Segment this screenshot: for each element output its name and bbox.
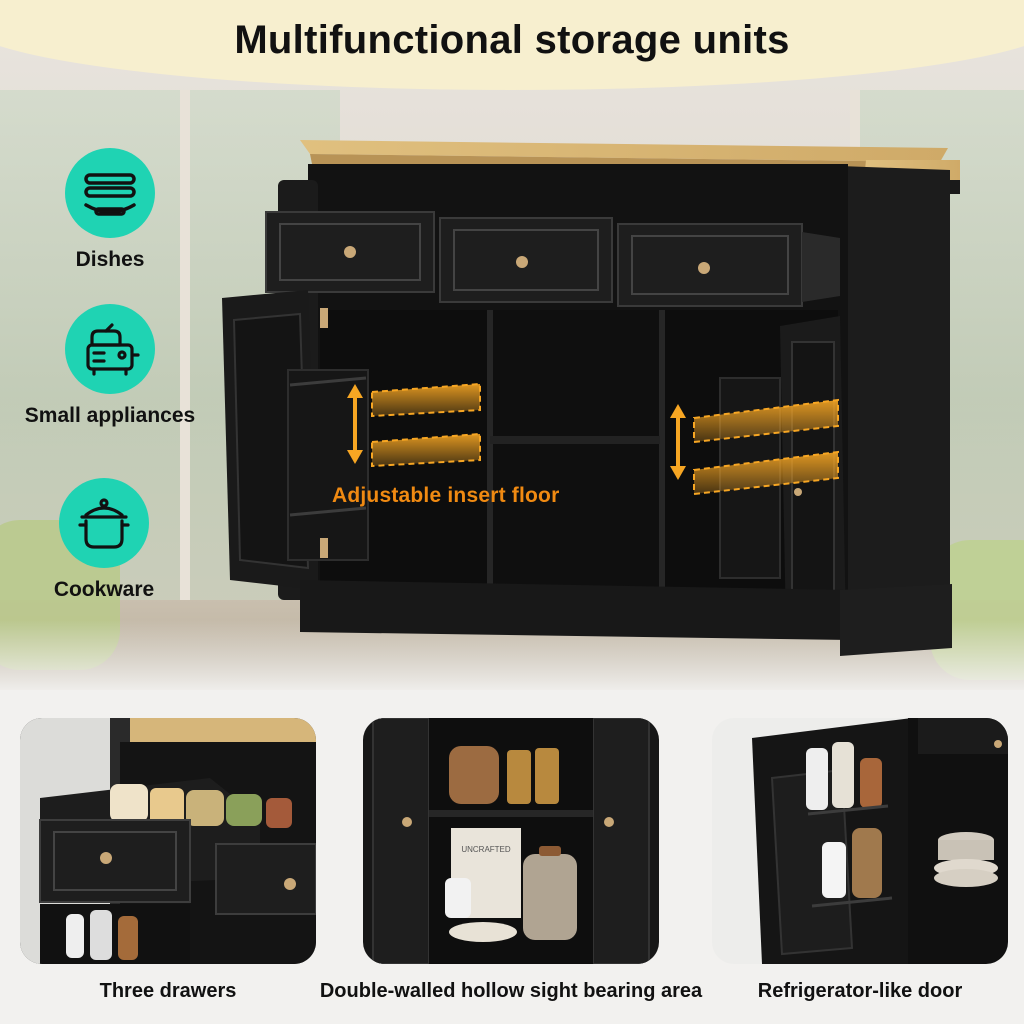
plates-icon	[65, 148, 155, 238]
cabinet-side	[840, 166, 950, 620]
countertop	[300, 140, 948, 162]
title-banner	[0, 0, 1024, 90]
page-title: Multifunctional storage units	[234, 18, 790, 62]
stacked-bowls	[934, 832, 998, 887]
category-small-appliances: Small appliances	[6, 304, 214, 428]
panel-caption: Three drawers	[99, 980, 237, 1002]
adjustable-shelves-right	[670, 398, 839, 496]
panel-three-drawers	[20, 718, 316, 964]
left-door-open	[222, 290, 369, 590]
drawer-middle	[439, 217, 613, 303]
toaster-icon	[65, 304, 155, 394]
panel-double-walled-area: UNCRAFTED	[363, 718, 659, 964]
adjustable-shelf-callout: Adjustable insert floor	[332, 484, 560, 507]
panel-caption: Double-walled hollow sight bearing area	[319, 980, 703, 1002]
book-cover-text: UNCRAFTED	[461, 845, 511, 854]
category-label: Cookware	[53, 578, 155, 601]
category-cookware: Cookware	[4, 478, 204, 602]
panel-caption: Refrigerator-like door	[757, 980, 963, 1002]
upper-shelf-items	[449, 746, 559, 804]
door-rack-items	[806, 742, 882, 898]
category-label: Dishes	[75, 248, 145, 271]
panel-refrigerator-door	[712, 718, 1008, 964]
cabinet-base	[300, 580, 850, 640]
category-dishes: Dishes	[10, 148, 210, 272]
category-label: Small appliances	[24, 404, 196, 427]
drawer-contents	[110, 784, 292, 828]
lower-shelf-items: UNCRAFTED	[445, 828, 577, 942]
adjustable-shelves-left	[347, 382, 481, 468]
kitchen-island-cabinet	[222, 140, 960, 656]
drawer-right-open	[617, 223, 840, 307]
drawer-left	[265, 211, 435, 293]
pot-icon	[59, 478, 149, 568]
window-frame	[180, 90, 190, 610]
